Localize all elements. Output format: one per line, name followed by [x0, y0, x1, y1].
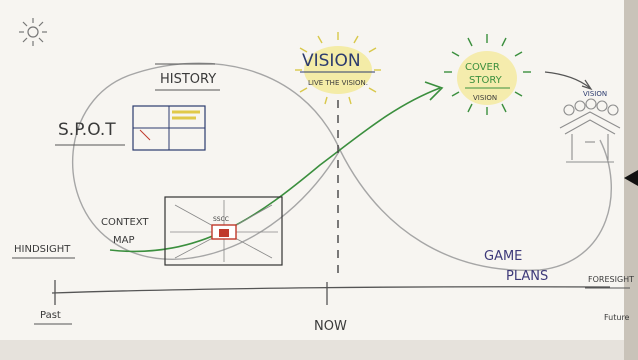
vision-title: VISION — [302, 51, 361, 71]
sun-doodle-icon — [19, 18, 47, 46]
growth-arrow — [109, 87, 441, 253]
future-label: Future — [604, 313, 630, 322]
game-plans-line2: PLANS — [506, 269, 548, 284]
vision-house-icon: VISION — [559, 90, 621, 163]
game-plans-line1: GAME — [484, 249, 522, 264]
context-map-center-label: SSCC — [213, 216, 229, 223]
vision-house-label: VISION — [583, 90, 607, 98]
context-map-box: SSCC — [164, 196, 283, 266]
context-map-label-line2: MAP — [113, 235, 135, 246]
cover-to-vision-arrowhead-icon — [581, 79, 593, 91]
infinity-loop-right — [339, 139, 612, 272]
context-map-label-line1: CONTEXT — [101, 217, 149, 228]
cover-story-sun — [444, 34, 531, 115]
spot-label: S.P.O.T — [58, 120, 116, 140]
hindsight-label: HINDSIGHT — [14, 244, 71, 255]
timeline-axis — [51, 286, 611, 294]
cover-story-line2: STORY — [469, 75, 503, 86]
cover-story-line1: COVER — [465, 62, 500, 73]
vision-subtitle: LIVE THE VISION. — [308, 79, 368, 87]
history-label: HISTORY — [160, 72, 216, 87]
paper-bottom-shadow — [0, 340, 638, 360]
now-label: NOW — [314, 319, 347, 334]
spot-grid-box — [132, 105, 206, 151]
pointer-arrow-icon — [624, 170, 638, 186]
infinity-loop-left — [71, 62, 341, 261]
cover-story-subtitle: VISION — [473, 94, 497, 102]
foresight-label: FORESIGHT — [588, 275, 634, 284]
vision-sun — [295, 32, 381, 105]
cover-to-vision-arrow — [544, 71, 591, 89]
growth-arrow-head-icon — [424, 81, 444, 101]
past-label: Past — [40, 310, 61, 321]
